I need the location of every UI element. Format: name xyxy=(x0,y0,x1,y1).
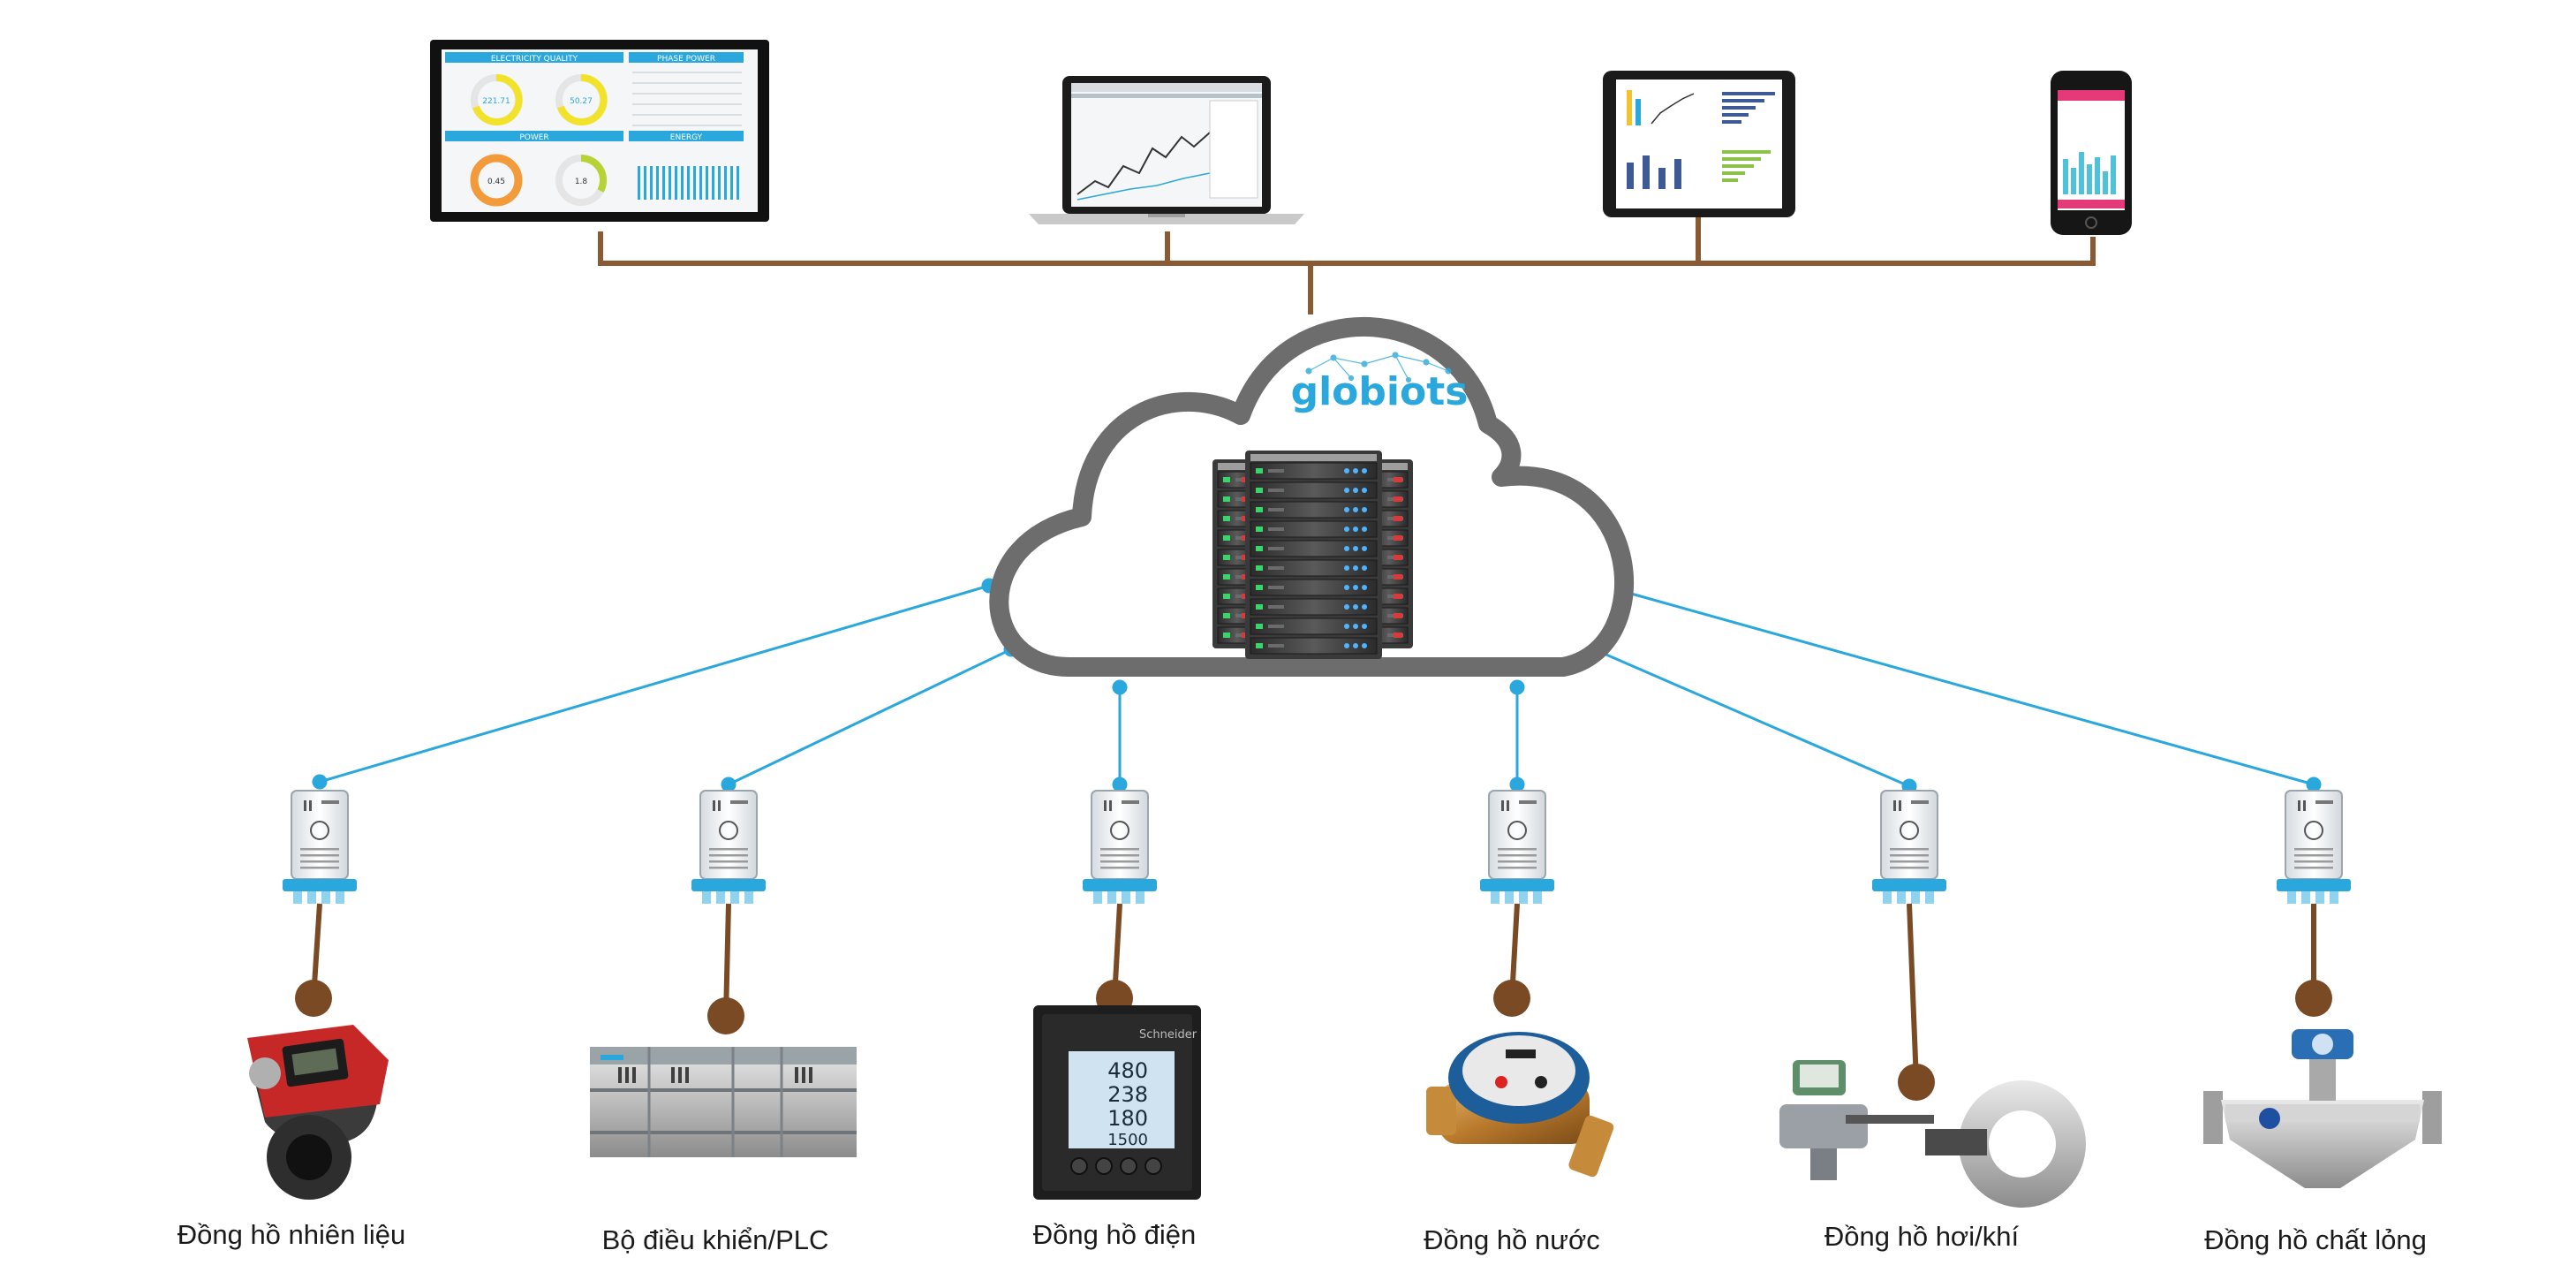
iot-gateway-icon xyxy=(1083,790,1157,904)
meter-reading: 180 xyxy=(1107,1106,1148,1131)
device-label-liquid: Đồng hồ chất lỏng xyxy=(2204,1224,2427,1255)
gas-meter-icon xyxy=(1779,1060,2086,1208)
device-wire xyxy=(1096,903,1133,1017)
gauge-value: 1.8 xyxy=(575,178,588,186)
client-monitor[interactable]: ELECTRICITY QUALITY PHASE POWER 221.71 5… xyxy=(430,40,769,222)
device-label-water: Đồng hồ nước xyxy=(1424,1224,1600,1255)
device-wire xyxy=(295,903,332,1017)
network-dots-icon xyxy=(1305,352,1452,383)
device-label-gas: Đồng hồ hơi/khí xyxy=(1824,1221,2020,1252)
device-label-power: Đồng hồ điện xyxy=(1033,1219,1196,1250)
iot-gateway-icon xyxy=(1480,790,1554,904)
gauge-value: 0.45 xyxy=(487,178,505,186)
power-meter-icon: Schneider 480 238 180 1500 xyxy=(1033,1005,1201,1200)
client-bus-wires xyxy=(598,212,2096,314)
plc-controller-icon xyxy=(590,1047,857,1157)
meter-reading: 480 xyxy=(1107,1058,1148,1083)
meter-reading: 1500 xyxy=(1107,1131,1148,1149)
device-wire xyxy=(2295,904,2332,1017)
gauge-value: 221.71 xyxy=(482,97,510,106)
device-labels: Đồng hồ nhiên liệu Bộ điều khiển/PLC Đồn… xyxy=(178,1219,2427,1255)
client-phone[interactable] xyxy=(2051,71,2132,235)
iot-gateway-icon xyxy=(1872,790,1946,904)
monitor-panel-title: ELECTRICITY QUALITY xyxy=(491,55,578,64)
gauge-value: 50.27 xyxy=(570,97,593,106)
monitor-panel-title: POWER xyxy=(519,133,548,142)
gateways xyxy=(283,790,2351,904)
fuel-meter-icon xyxy=(247,1025,389,1200)
device-label-fuel: Đồng hồ nhiên liệu xyxy=(178,1219,406,1250)
monitor-panel-title: ENERGY xyxy=(670,133,703,142)
water-meter-icon xyxy=(1426,1032,1614,1178)
liquid-meter-icon xyxy=(2203,1029,2442,1188)
network-links xyxy=(312,578,2322,794)
brand-logo: globiots xyxy=(1291,352,1469,414)
device-wire xyxy=(1493,903,1530,1017)
device-label-plc: Bộ điều khiển/PLC xyxy=(602,1224,829,1255)
brand-name: globiots xyxy=(1291,369,1469,414)
meter-reading: 238 xyxy=(1107,1082,1148,1107)
iot-gateway-icon xyxy=(283,790,357,904)
iot-gateway-icon xyxy=(2277,790,2351,904)
monitor-panel-title: PHASE POWER xyxy=(657,55,715,64)
client-laptop[interactable] xyxy=(1029,76,1304,224)
server-rack-icon xyxy=(1212,451,1413,659)
device-wire xyxy=(707,903,744,1034)
device-wires xyxy=(295,903,2332,1101)
meter-brand: Schneider xyxy=(1139,1028,1197,1042)
iot-gateway-icon xyxy=(691,790,766,904)
device-wire xyxy=(1898,903,1935,1101)
client-tablet[interactable] xyxy=(1603,71,1795,217)
